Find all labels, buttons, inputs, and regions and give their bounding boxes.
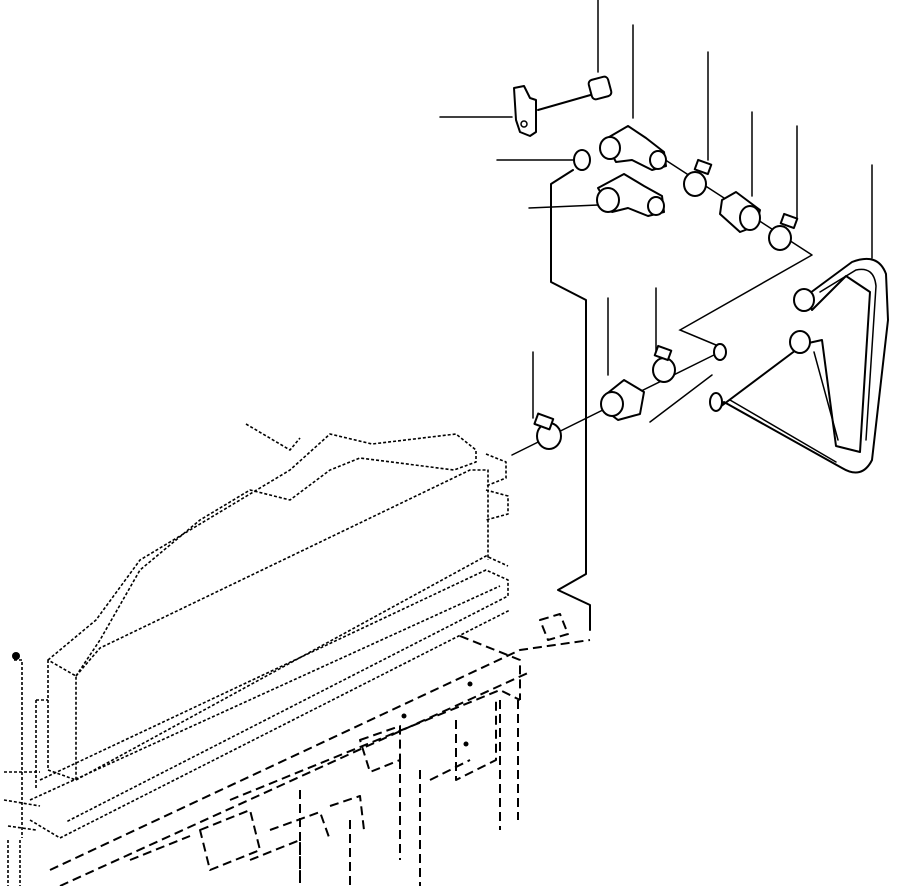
elbow-fitting-upper	[599, 125, 667, 171]
studs	[12, 652, 473, 747]
short-hose-lower	[600, 379, 645, 421]
leader-elbow-lower	[528, 204, 599, 209]
bracket	[513, 85, 537, 137]
bolt	[537, 75, 613, 111]
elbow-fitting-lower	[596, 173, 665, 217]
hose-clamp-3	[652, 344, 676, 383]
hose-clamp-1	[683, 158, 713, 197]
assembly-path	[550, 169, 591, 631]
leader-lines	[439, 0, 873, 423]
hose-clamp-4	[533, 412, 562, 450]
short-hose-upper	[719, 191, 761, 233]
oil-cooler-phantom	[3, 423, 511, 886]
o-ring	[573, 149, 591, 171]
leader-pipe-end	[649, 374, 713, 423]
hose-clamp-2	[768, 212, 799, 251]
engine-block-phantom	[49, 613, 591, 886]
bent-pipe	[709, 258, 889, 474]
